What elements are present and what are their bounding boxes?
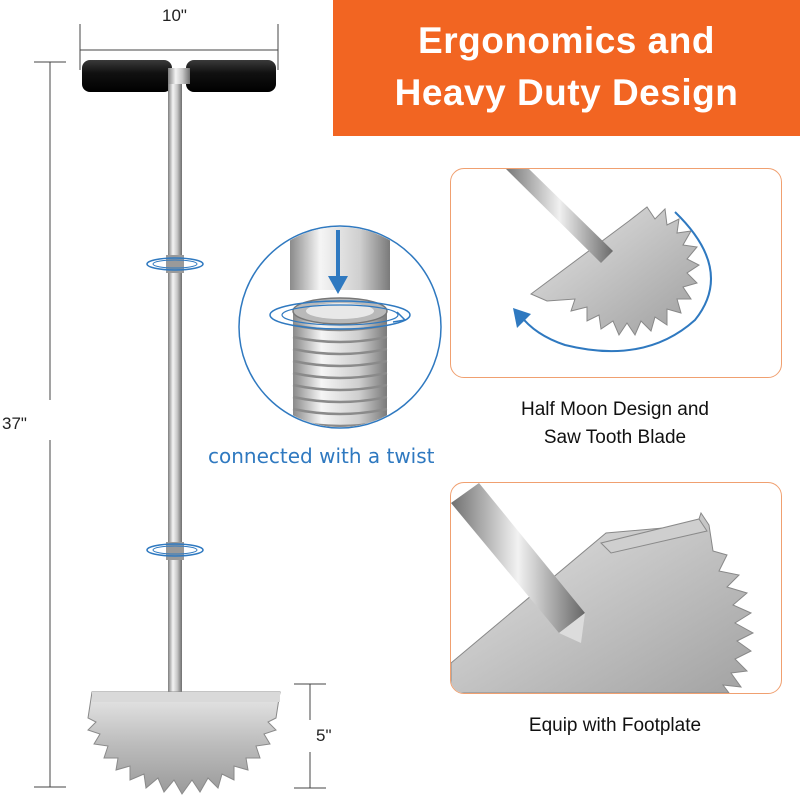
half-moon-caption-line-1: Half Moon Design and [521, 399, 709, 420]
edger-tool-image [82, 60, 281, 795]
blade-dimension-label: 5" [316, 726, 332, 745]
half-moon-blade-card [450, 168, 782, 378]
headline-banner: Ergonomics and Heavy Duty Design [333, 0, 800, 136]
headline-line-2: Heavy Duty Design [394, 72, 739, 113]
height-dimension-label: 37" [2, 414, 27, 433]
thread-connection-detail [238, 225, 442, 429]
half-moon-caption: Half Moon Design and Saw Tooth Blade [450, 396, 780, 452]
rotation-arrow-icon [513, 211, 712, 353]
down-arrow-icon [328, 230, 348, 294]
headline-line-1: Ergonomics and [418, 20, 715, 61]
width-dimension-lines [79, 24, 279, 70]
footplate-caption: Equip with Footplate [528, 715, 702, 736]
footplate-image [451, 483, 755, 693]
half-moon-caption-line-2: Saw Tooth Blade [543, 427, 687, 448]
blade-dimension-lines [294, 683, 326, 789]
twist-caption: connected with a twist [208, 444, 435, 468]
width-dimension-label: 10" [162, 6, 187, 25]
height-dimension-lines [34, 61, 66, 788]
half-moon-blade-image [506, 169, 700, 337]
twist-ring-icon [269, 300, 411, 330]
footplate-card [450, 482, 782, 694]
